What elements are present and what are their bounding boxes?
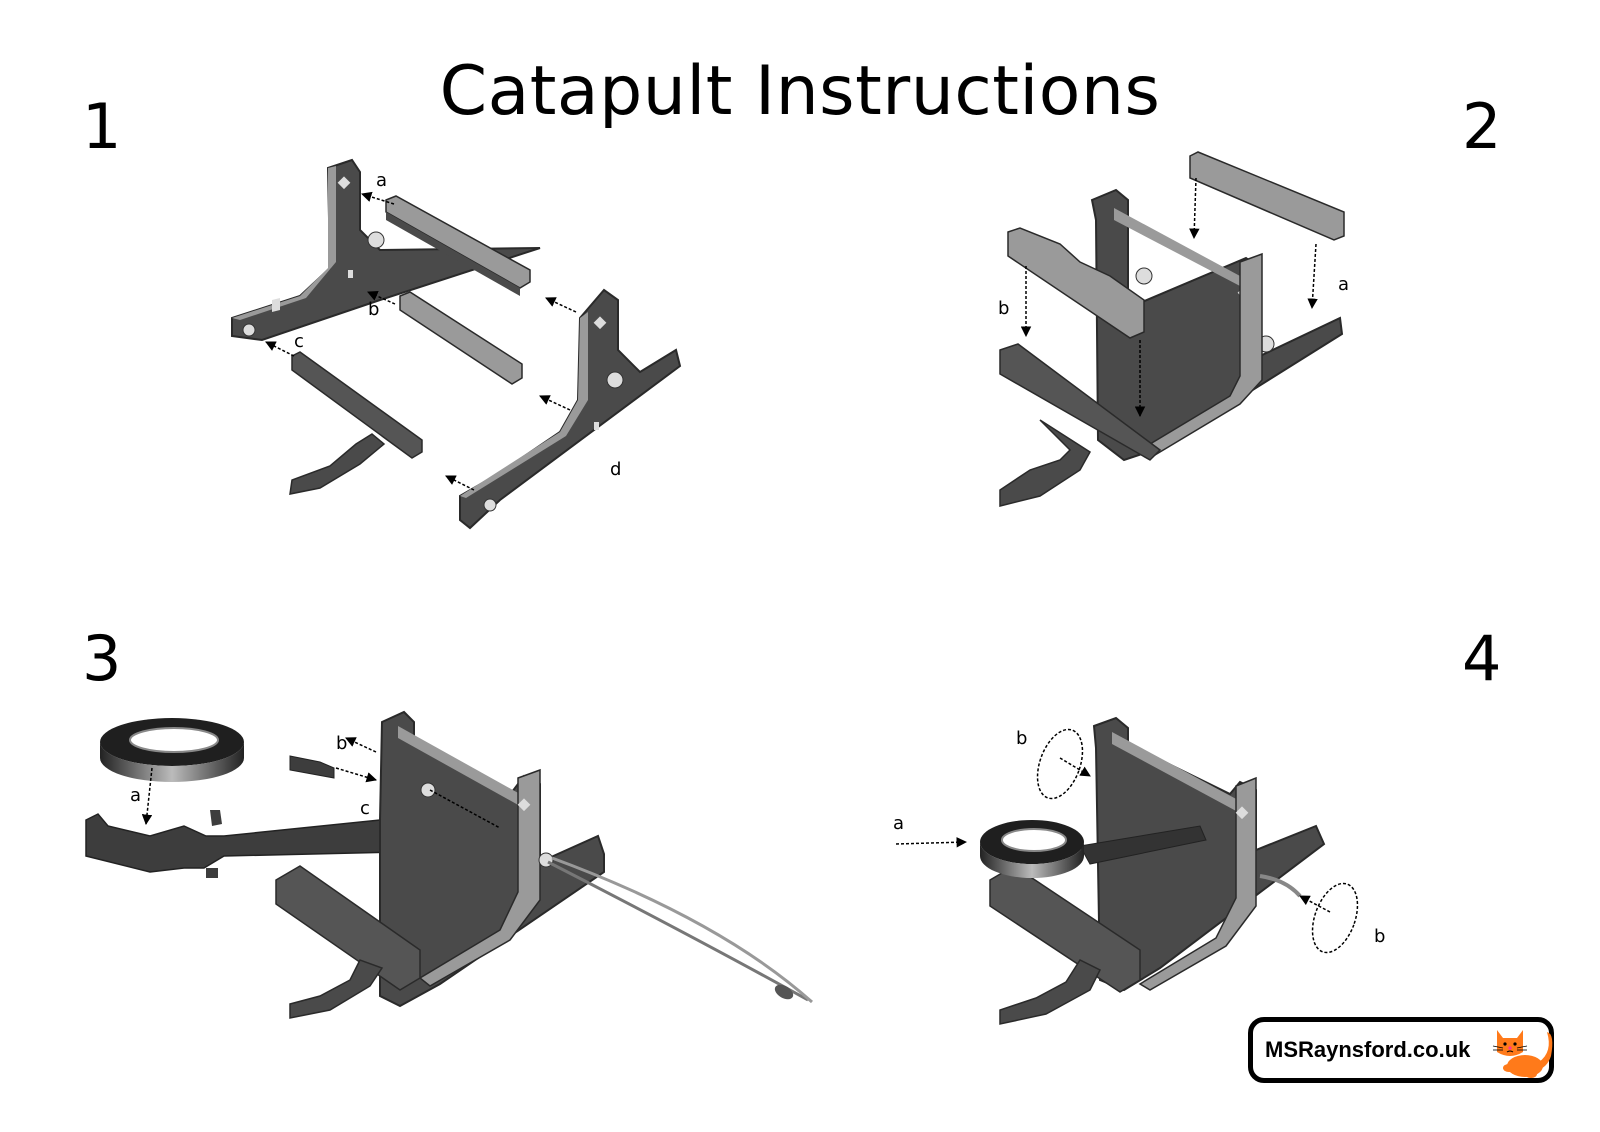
crossbar-b [399,291,523,385]
step-number-1: 1 [82,90,122,163]
step-2-illustration [999,151,1345,507]
rotation-indicator-b-lower [1299,882,1359,954]
catapult-frame [379,710,605,1008]
step-2-callout-a: a [1338,274,1350,295]
step-1-callout-d: d [610,459,622,480]
rotation-indicator-b-upper [1036,728,1091,800]
assembled-arm-with-ring [980,820,1207,878]
wedge-part [289,755,335,779]
trigger-bar-c [289,351,423,495]
throwing-arm [85,810,413,878]
step-1-callout-c: c [294,331,304,352]
orange-cat-icon [1492,1030,1553,1078]
step-number-3: 3 [82,622,122,695]
step-4-callout-a: a [893,813,905,834]
step-3-callout-b: b [336,733,348,754]
step-2-callout-b: b [998,298,1010,319]
step-1-callout-a: a [376,170,388,191]
ring-part [100,718,244,782]
step-1-callout-b: b [368,299,380,320]
side-frame-left [231,158,541,342]
top-brace [1189,151,1345,241]
brand-logo: MSRaynsford.co.uk [1248,1017,1554,1083]
step-4-illustration [895,716,1359,1025]
step-3-illustration [85,710,813,1019]
step-3-callout-a: a [130,785,142,806]
side-frame-right-d [459,288,682,530]
step-3-callout-c: c [360,798,370,819]
page-title: Catapult Instructions [439,52,1161,131]
step-number-4: 4 [1462,622,1502,695]
step-4-callout-b-upper: b [1016,728,1028,749]
logo-text: MSRaynsford.co.uk [1265,1037,1471,1062]
step-number-2: 2 [1462,90,1502,163]
step-4-callout-b-lower: b [1374,926,1386,947]
rubber-band [547,856,813,1004]
crossbar-a [385,195,531,296]
arm-rest-b [1007,227,1145,339]
step-1-illustration [231,158,682,530]
